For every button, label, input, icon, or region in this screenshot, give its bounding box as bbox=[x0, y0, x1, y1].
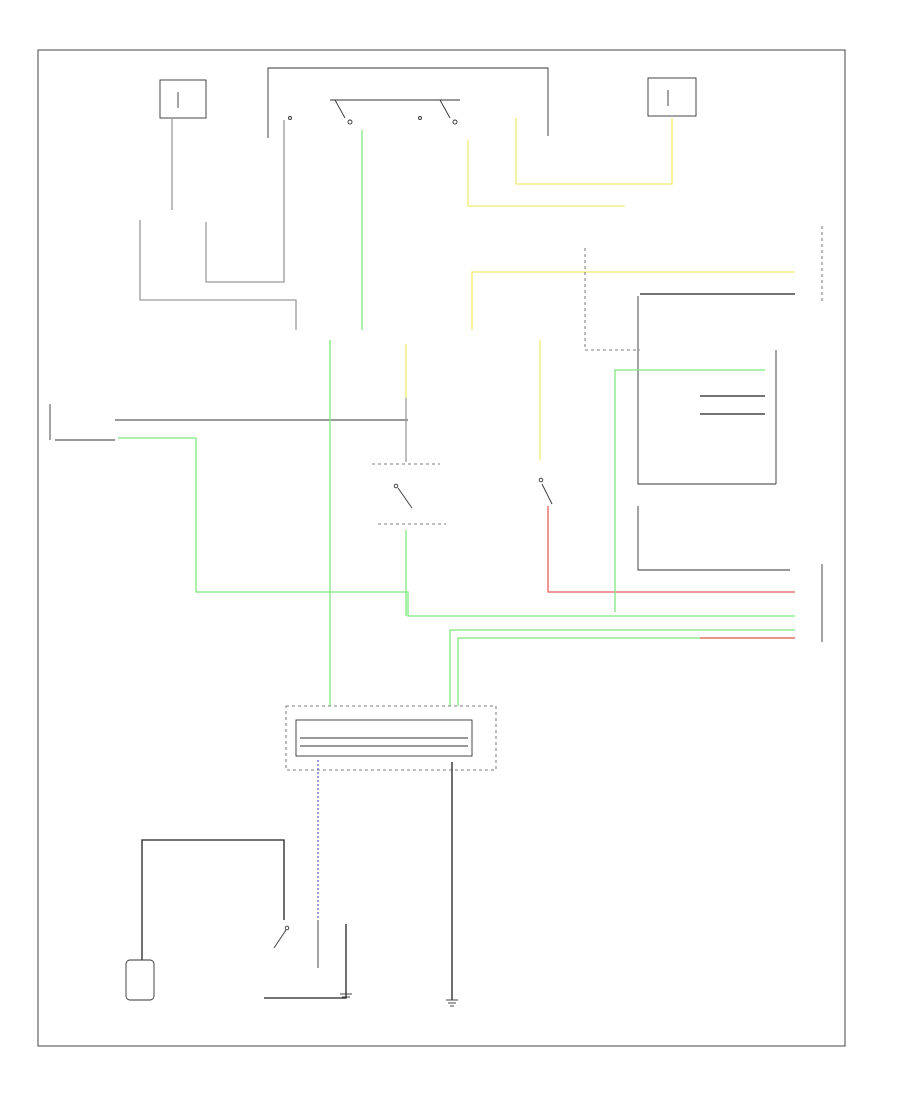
yellow-wires-top bbox=[467, 118, 795, 330]
ignition-switch bbox=[267, 67, 549, 138]
brake-pedal-switch bbox=[372, 344, 446, 616]
diagram-frame bbox=[37, 49, 846, 1047]
green-wire-left-loop bbox=[118, 437, 795, 617]
ground-symbol bbox=[446, 999, 458, 1007]
battery-circuit bbox=[125, 839, 352, 1001]
green-wire-right-upper bbox=[614, 369, 765, 612]
transmission-control-switch bbox=[49, 404, 408, 441]
connector-right-top bbox=[584, 248, 640, 351]
fuse-top-left bbox=[159, 79, 207, 119]
gray-wires-top-left bbox=[139, 118, 297, 330]
black-wire-stubs bbox=[700, 395, 765, 415]
ecm-box bbox=[637, 296, 823, 642]
lower-right-wires bbox=[449, 629, 795, 706]
clutch-switch bbox=[538, 340, 795, 593]
fuse-top-right bbox=[647, 77, 697, 117]
stop-lamp-relay-box bbox=[285, 705, 497, 771]
